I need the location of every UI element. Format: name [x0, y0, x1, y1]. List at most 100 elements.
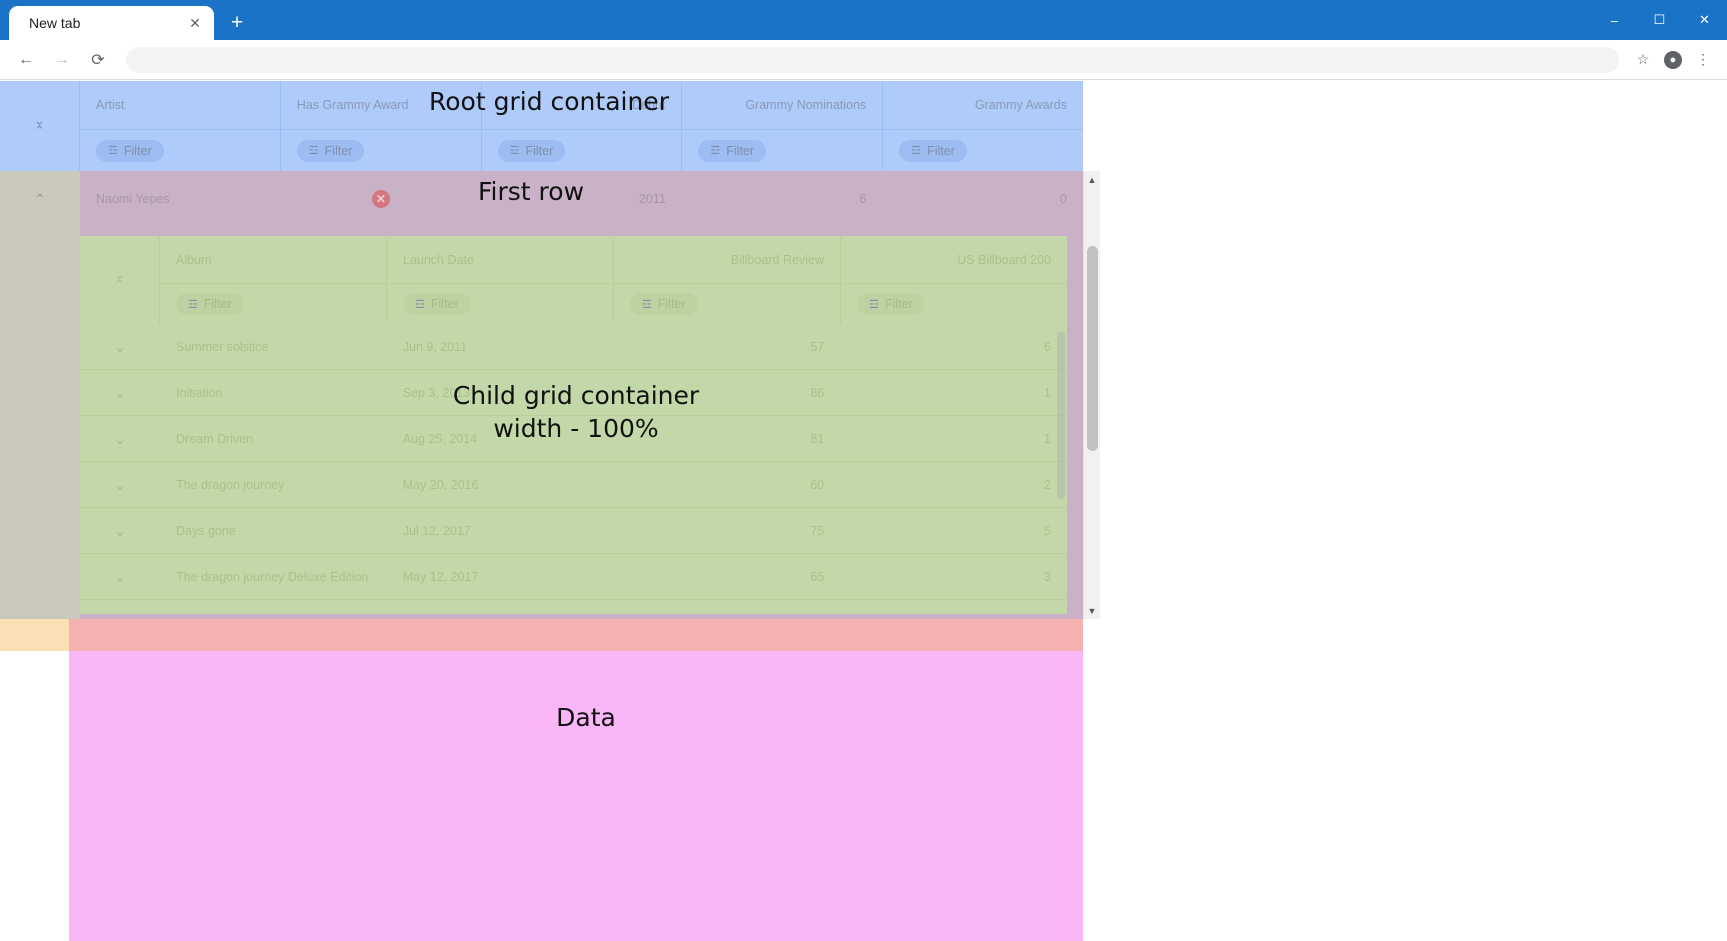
browser-menu-icon[interactable]: ⋮ — [1696, 51, 1710, 67]
child-column-us-billboard-200[interactable]: US Billboard 200 ☲ Filter — [841, 236, 1067, 324]
filter-label: Filter — [525, 143, 554, 158]
filter-button[interactable]: ☲ Filter — [698, 139, 767, 162]
row-collapse-button[interactable]: ⌃ — [0, 171, 80, 226]
row-cells: Summer solstice Jun 9, 2011 57 6 — [160, 324, 1067, 369]
filter-icon: ☲ — [509, 145, 520, 157]
master-row-cells[interactable]: ⌃ Naomi Yepes ✕ 2011 6 0 — [0, 171, 1083, 226]
child-grid-scrollbar-thumb[interactable] — [1057, 331, 1065, 499]
child-column-launch-date[interactable]: Launch Date ☲ Filter — [387, 236, 614, 324]
cell-launch-date: May 12, 2017 — [402, 569, 479, 584]
cell-album: The dragon journey — [176, 477, 285, 492]
cell-album: The dragon journey Deluxe Edition — [176, 569, 369, 584]
filter-icon: ☲ — [415, 298, 425, 311]
row-expand-button[interactable]: ⌄ — [80, 508, 160, 553]
row-cells: Days gone Jul 12, 2017 75 5 — [160, 508, 1067, 553]
child-grid-scrollbar[interactable] — [1057, 331, 1065, 609]
minimize-icon[interactable]: – — [1610, 12, 1619, 28]
bookmark-star-icon[interactable]: ☆ — [1636, 51, 1650, 67]
maximize-icon[interactable]: ☐ — [1653, 12, 1666, 27]
close-icon[interactable]: ✕ — [189, 14, 201, 31]
child-grid-header: ⌄ ⌃ Album ☲ Filter — [80, 236, 1067, 324]
cell-us-billboard-200: 6 — [1044, 339, 1051, 354]
table-row[interactable]: ⌄ Dream Driven Aug 25, 2014 81 1 — [80, 416, 1067, 462]
root-column-debut[interactable]: Debut ☲ Filter — [481, 81, 683, 171]
column-header-label: Artist — [96, 98, 125, 112]
cell-us-billboard-200: 5 — [1044, 523, 1051, 538]
window-close-icon[interactable]: ✕ — [1699, 12, 1710, 27]
cell-debut: 2011 — [638, 191, 666, 206]
column-filter-row: ☲ Filter — [481, 129, 682, 171]
table-row[interactable]: ⌄ Summer solstice Jun 9, 2011 57 6 — [80, 324, 1067, 370]
root-header-columns: Artist ☲ Filter Has Grammy Award ☲ — [80, 81, 1083, 171]
row-expand-button[interactable]: ⌄ — [80, 324, 160, 369]
scroll-down-arrow-icon[interactable]: ▼ — [1087, 605, 1097, 616]
table-row[interactable]: ⌄ The dragon journey May 20, 2016 60 2 — [80, 462, 1067, 508]
root-column-artist[interactable]: Artist ☲ Filter — [80, 81, 281, 171]
table-row[interactable]: ⌄ Initiation Sep 3, 2013 86 1 — [80, 370, 1067, 416]
row-cells: Initiation Sep 3, 2013 86 1 — [160, 370, 1067, 415]
x-circle-icon: ✕ — [371, 189, 390, 208]
table-row[interactable]: ⌄ Days gone Jul 12, 2017 75 5 — [80, 508, 1067, 554]
chevron-up-icon: ⌃ — [34, 190, 46, 207]
column-header-label: Grammy Nominations — [745, 98, 867, 112]
cell-billboard-review: 60 — [810, 477, 825, 492]
cell-album: Days gone — [176, 523, 236, 538]
first-row: ⌃ Naomi Yepes ✕ 2011 6 0 — [0, 171, 1083, 619]
scroll-up-arrow-icon[interactable]: ▲ — [1087, 174, 1097, 185]
reload-icon[interactable]: ⟳ — [91, 51, 105, 69]
plus-icon[interactable]: + — [230, 10, 244, 34]
column-header-label: Billboard Review — [730, 252, 824, 267]
scrollbar-track[interactable] — [1084, 188, 1100, 602]
cell-grammy-awards: 0 — [1060, 191, 1067, 206]
filter-button[interactable]: ☲ Filter — [857, 293, 925, 315]
forward-icon[interactable]: → — [54, 50, 70, 68]
column-filter-row: ☲ Filter — [883, 129, 1083, 171]
filter-button[interactable]: ☲ Filter — [630, 293, 698, 315]
cell-launch-date: Sep 3, 2013 — [402, 385, 471, 400]
chevron-up-icon: ⌃ — [114, 277, 125, 292]
chevron-down-icon: ⌄ — [114, 522, 126, 539]
filter-icon: ☲ — [308, 145, 319, 157]
filter-label: Filter — [123, 143, 152, 158]
chevron-down-icon: ⌄ — [114, 338, 126, 355]
address-bar-input[interactable] — [126, 46, 1619, 73]
root-header-expander[interactable]: ⌄ ⌃ — [0, 81, 80, 171]
tab-new-tab[interactable]: New tab ✕ — [9, 6, 214, 40]
row-expand-button[interactable]: ⌄ — [80, 462, 160, 507]
cell-album: Dream Driven — [176, 431, 254, 446]
filter-label: Filter — [203, 297, 232, 311]
profile-avatar-icon[interactable]: ● — [1659, 46, 1687, 74]
child-column-billboard-review[interactable]: Billboard Review ☲ Filter — [614, 236, 841, 324]
filter-button[interactable]: ☲ Filter — [176, 293, 244, 315]
filter-icon: ☲ — [869, 298, 879, 311]
filter-button[interactable]: ☲ Filter — [96, 139, 164, 162]
filter-icon: ☲ — [911, 145, 922, 157]
row-expand-button[interactable]: ⌄ — [80, 370, 160, 415]
row-expand-button[interactable]: ⌄ — [80, 554, 160, 599]
filter-button[interactable]: ☲ Filter — [899, 139, 967, 162]
cell-us-billboard-200: 1 — [1044, 385, 1051, 400]
column-header-label: Launch Date — [403, 252, 474, 267]
cell-album: Initiation — [176, 385, 223, 400]
cell-launch-date: Jun 9, 2011 — [402, 339, 468, 354]
back-icon[interactable]: ← — [18, 50, 34, 68]
column-header-label: Album — [176, 252, 212, 267]
filter-icon: ☲ — [188, 298, 198, 311]
child-column-album[interactable]: Album ☲ Filter — [160, 236, 387, 324]
row-cells: The dragon journey Deluxe Edition May 12… — [160, 554, 1067, 599]
filter-icon: ☲ — [710, 145, 721, 157]
root-grid-scrollbar-thumb[interactable] — [1087, 246, 1098, 451]
filter-button[interactable]: ☲ Filter — [296, 139, 365, 162]
root-column-grammy-nominations[interactable]: Grammy Nominations ☲ Filter — [682, 81, 884, 171]
table-row[interactable]: ⌄ The dragon journey Deluxe Edition May … — [80, 554, 1067, 600]
root-grid-scrollbar[interactable]: ▲ ▼ — [1083, 171, 1100, 619]
chevron-down-icon: ⌄ — [114, 267, 125, 282]
child-header-expander[interactable]: ⌄ ⌃ — [80, 236, 160, 324]
root-column-grammy-awards[interactable]: Grammy Awards ☲ Filter — [883, 81, 1083, 171]
root-column-has-grammy-award[interactable]: Has Grammy Award ☲ Filter — [280, 81, 482, 171]
column-filter-row: ☲ Filter — [682, 129, 883, 171]
row-expand-button[interactable]: ⌄ — [80, 416, 160, 461]
child-grid-body: ⌄ Summer solstice Jun 9, 2011 57 6 ⌄ — [80, 324, 1067, 600]
filter-button[interactable]: ☲ Filter — [497, 139, 566, 162]
filter-button[interactable]: ☲ Filter — [403, 293, 471, 315]
